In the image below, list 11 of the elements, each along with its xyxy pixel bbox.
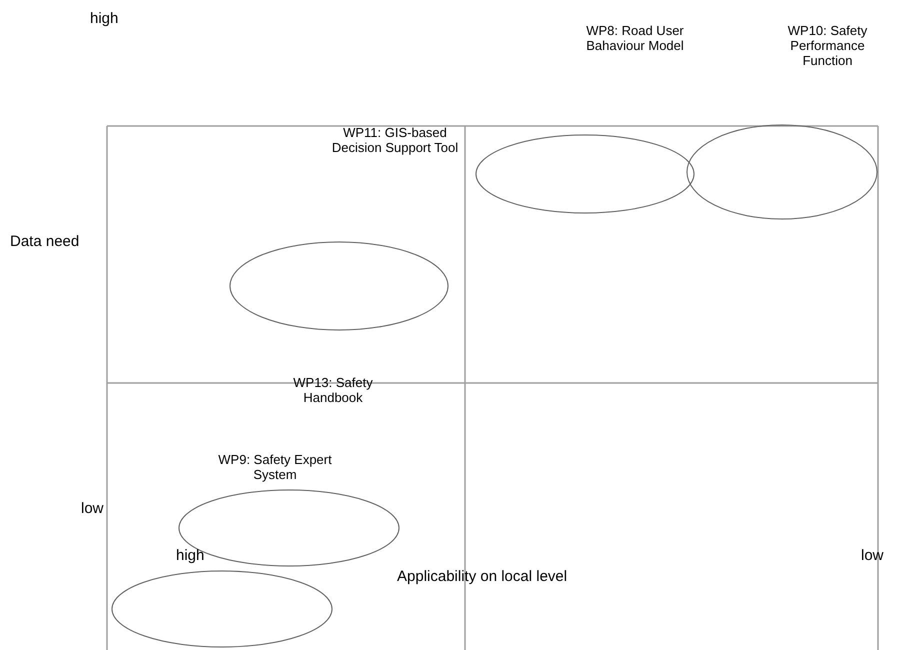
axis-label: low — [81, 500, 104, 517]
item-label: WP13: Safety Handbook — [292, 375, 374, 405]
axis-title: Applicability on local level — [397, 568, 568, 585]
axis-label: high — [90, 10, 118, 27]
item-label: WP8: Road User Bahaviour Model — [585, 23, 685, 53]
item-label: WP9: Safety Expert System — [217, 452, 333, 482]
axis-title: Data need — [10, 233, 80, 250]
axis-label: low — [861, 547, 884, 564]
axis-label: high — [176, 547, 204, 564]
item-label: WP11: GIS-based Decision Support Tool — [330, 125, 460, 155]
item-label: WP10: Safety Performance Function — [786, 23, 868, 68]
